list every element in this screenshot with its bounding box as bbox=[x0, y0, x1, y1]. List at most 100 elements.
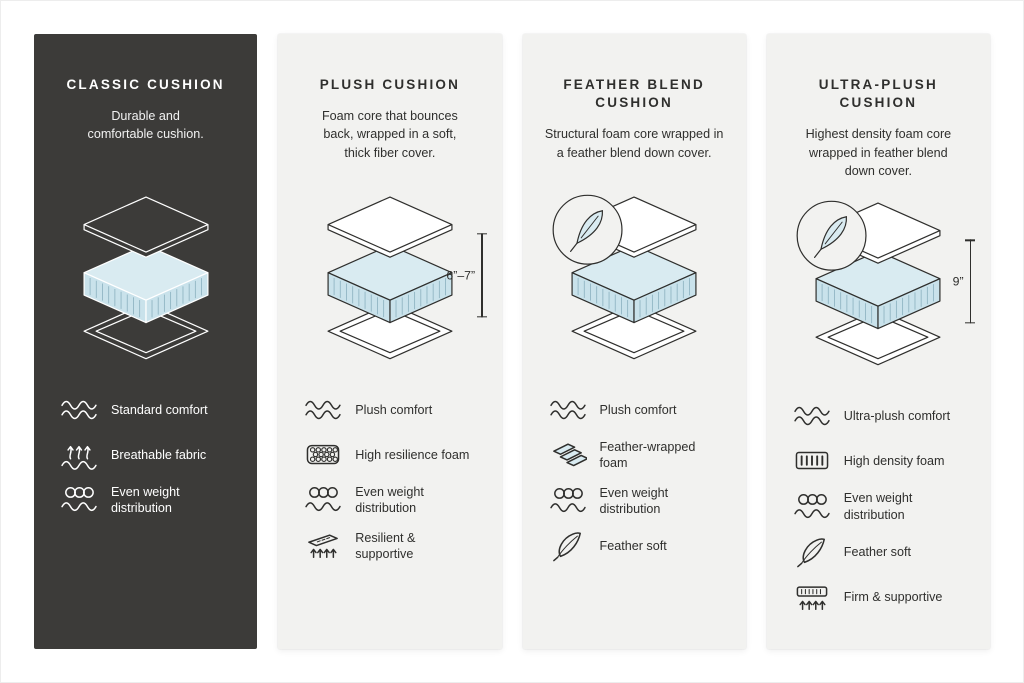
feather-foam-icon bbox=[549, 439, 587, 471]
feature-label: Plush comfort bbox=[355, 402, 433, 417]
feather-icon bbox=[793, 536, 831, 568]
feature-icon-graphic bbox=[795, 451, 829, 470]
feature-icon-graphic bbox=[549, 488, 586, 513]
feature-icon-graphic bbox=[794, 406, 830, 426]
cushion-illustration: 6”–7” bbox=[296, 174, 490, 380]
panel-header: PLUSH CUSHION Foam core that bounces back… bbox=[296, 76, 483, 174]
panel-title: CLASSIC CUSHION bbox=[66, 77, 225, 92]
feature-icon-graphic bbox=[61, 445, 97, 470]
measurement-line bbox=[963, 239, 978, 324]
feature-label: Plush comfort bbox=[599, 402, 677, 417]
feature-label: Ultra-plush comfort bbox=[843, 409, 951, 423]
waves-icon bbox=[60, 394, 98, 426]
measurement-label: 9” bbox=[952, 274, 964, 289]
panel-header: FEATHER BLEND CUSHION Structural foam cor… bbox=[541, 76, 728, 174]
feature-label: Feather-wrapped foam bbox=[599, 440, 696, 471]
feature-label: Even weight distribution bbox=[111, 485, 180, 516]
waves-icon bbox=[304, 394, 342, 426]
feature-label: Standard comfort bbox=[111, 402, 208, 417]
weight-distribution-icon bbox=[793, 491, 831, 523]
panel-title: ULTRA-PLUSH CUSHION bbox=[818, 77, 938, 111]
feature-item: Standard comfort bbox=[60, 394, 239, 426]
feather-badge bbox=[796, 200, 867, 271]
panel-description: Highest density foam core wrapped in fea… bbox=[805, 127, 952, 178]
cushion-layers-graphic bbox=[327, 196, 453, 360]
feature-item: Resilient & supportive bbox=[304, 530, 483, 563]
supportive-icon bbox=[304, 530, 342, 562]
feature-item: Even weight distribution bbox=[549, 485, 728, 518]
cushion-layers-graphic bbox=[83, 196, 209, 360]
feature-icon-graphic bbox=[552, 443, 587, 467]
feature-item: Plush comfort bbox=[549, 394, 728, 426]
weight-distribution-icon bbox=[549, 485, 587, 517]
feature-label: Even weight distribution bbox=[599, 485, 669, 517]
feather-badge bbox=[552, 194, 623, 265]
weight-distribution-icon bbox=[60, 484, 98, 516]
feature-icon-graphic bbox=[796, 586, 828, 610]
feature-item: High density foam bbox=[793, 445, 972, 477]
feature-label: Breathable fabric bbox=[111, 447, 207, 462]
feature-item: Firm & supportive bbox=[793, 581, 972, 613]
density-foam-icon bbox=[793, 445, 831, 477]
feature-icon-graphic bbox=[552, 532, 581, 562]
feature-icon-graphic bbox=[308, 534, 339, 559]
feature-item: High resilience foam bbox=[304, 439, 483, 471]
panel-ultra-plush-cushion: ULTRA-PLUSH CUSHION Highest density foam … bbox=[766, 34, 990, 649]
panel-plush-cushion: PLUSH CUSHION Foam core that bounces back… bbox=[278, 34, 502, 649]
feature-label: Feather soft bbox=[599, 539, 667, 554]
firm-supportive-icon bbox=[793, 581, 831, 613]
feature-icon-graphic bbox=[306, 444, 340, 465]
resilience-foam-icon bbox=[304, 439, 342, 471]
feature-item: Feather-wrapped foam bbox=[549, 439, 728, 472]
feature-item: Ultra-plush comfort bbox=[793, 400, 972, 432]
feature-icon-graphic bbox=[61, 400, 97, 420]
feature-item: Even weight distribution bbox=[793, 490, 972, 523]
feature-icon-graphic bbox=[305, 400, 341, 420]
panel-header: ULTRA-PLUSH CUSHION Highest density foam … bbox=[785, 76, 972, 180]
feature-icon-graphic bbox=[794, 493, 830, 518]
feature-item: Even weight distribution bbox=[304, 484, 483, 517]
cushion-illustration bbox=[541, 174, 728, 380]
feature-icon-graphic bbox=[796, 538, 825, 568]
feature-item: Plush comfort bbox=[304, 394, 483, 426]
feature-label: Even weight distribution bbox=[355, 485, 424, 516]
breathable-icon bbox=[60, 439, 98, 471]
feature-icon-graphic bbox=[305, 487, 341, 512]
feature-item: Feather soft bbox=[549, 530, 728, 562]
feature-item: Breathable fabric bbox=[60, 439, 239, 471]
feature-label: Firm & supportive bbox=[843, 589, 943, 604]
panel-description: Durable and comfortable cushion. bbox=[87, 109, 204, 142]
cushion-illustration bbox=[52, 174, 239, 380]
feature-item: Even weight distribution bbox=[60, 484, 239, 517]
feature-label: Even weight distribution bbox=[843, 491, 913, 522]
cushion-layers-graphic bbox=[552, 194, 697, 360]
weight-distribution-icon bbox=[304, 484, 342, 516]
cushion-illustration: 9” bbox=[785, 180, 978, 386]
feature-label: High density foam bbox=[843, 454, 945, 468]
panel-description: Foam core that bounces back, wrapped in … bbox=[321, 109, 458, 160]
measurement-label: 6”–7” bbox=[446, 268, 476, 283]
feature-label: Feather soft bbox=[843, 544, 911, 559]
measurement-line bbox=[475, 233, 490, 318]
panel-header: CLASSIC CUSHION Durable and comfortable c… bbox=[52, 76, 239, 174]
feature-label: Resilient & supportive bbox=[355, 530, 416, 562]
panel-feather-blend-cushion: FEATHER BLEND CUSHION Structural foam cor… bbox=[522, 34, 746, 649]
measurement: 9” bbox=[952, 239, 978, 324]
panel-title: FEATHER BLEND CUSHION bbox=[563, 77, 705, 111]
cushion-layers-graphic bbox=[796, 200, 941, 366]
feature-label: High resilience foam bbox=[355, 447, 470, 462]
waves-icon bbox=[549, 394, 587, 426]
panel-title: PLUSH CUSHION bbox=[319, 77, 461, 92]
feature-item: Feather soft bbox=[793, 536, 972, 568]
waves-icon bbox=[793, 400, 831, 432]
feature-icon-graphic bbox=[549, 400, 586, 420]
feather-icon bbox=[549, 530, 587, 562]
panel-description: Structural foam core wrapped in a feathe… bbox=[544, 127, 724, 160]
feature-icon-graphic bbox=[61, 487, 97, 512]
panel-classic-cushion: CLASSIC CUSHION Durable and comfortable c… bbox=[34, 34, 258, 649]
